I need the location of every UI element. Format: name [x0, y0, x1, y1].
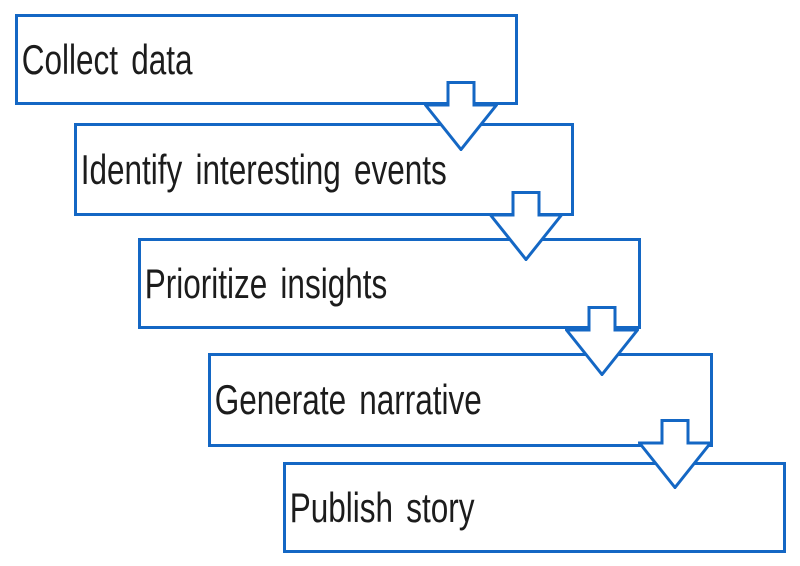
step-label: Prioritize insights — [144, 259, 388, 307]
down-arrow-icon — [638, 419, 712, 489]
down-arrow-icon — [565, 306, 639, 376]
step-label: Publish story — [289, 483, 475, 531]
down-arrow-icon — [489, 191, 563, 261]
down-arrow-icon — [424, 81, 498, 151]
step-label: Generate narrative — [214, 376, 482, 423]
step-generate-narrative: Generate narrative — [208, 353, 713, 447]
step-identify-interesting-events: Identify interesting events — [74, 123, 574, 216]
step-label: Identify interesting events — [80, 145, 447, 193]
step-label: Collect data — [21, 35, 193, 83]
step-collect-data: Collect data — [15, 14, 518, 105]
step-prioritize-insights: Prioritize insights — [138, 238, 641, 329]
step-publish-story: Publish story — [283, 462, 786, 553]
